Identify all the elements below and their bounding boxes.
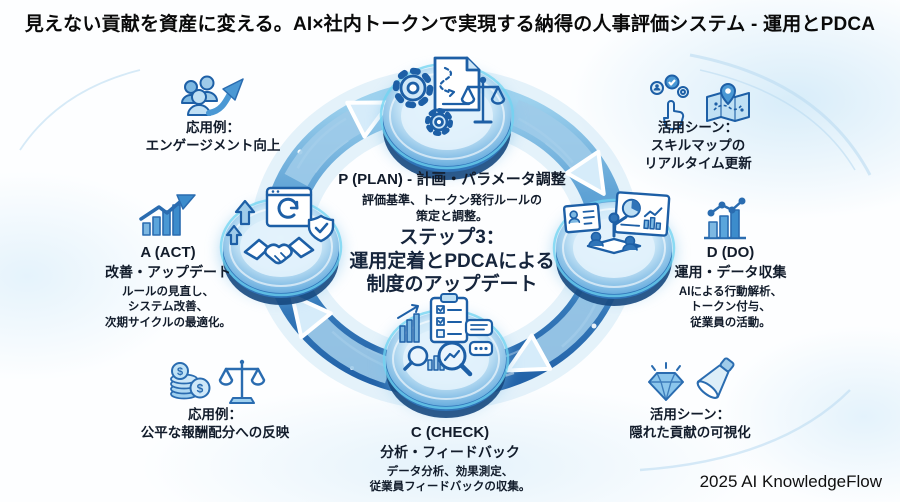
plan-node-icon (392, 56, 506, 136)
callout-skill-map-line1: スキルマップの (650, 138, 746, 154)
callout-engagement-text: エンゲージメント向上 (145, 138, 281, 154)
page-title: 見えない貢献を資産に変える。AI×社内トークンで実現する納得の人事評価システム … (24, 14, 876, 35)
reward-icon: $ $ (170, 359, 266, 404)
arrow-to-plan (284, 100, 392, 187)
do-desc: AIによる行動解析、 トークン付与、 従業員の活動。 (678, 285, 783, 329)
act-node-icon (225, 186, 335, 265)
arrow-to-act (290, 293, 394, 384)
callout-visibility-text: 隠れた貢献の可視化 (629, 425, 751, 441)
callout-reward-label: 応用例： (188, 407, 242, 422)
check-phase-text: C (CHECK) 分析・フィードバック データ分析、効果測定、 従業員フィード… (315, 423, 585, 496)
do-heading: D (DO) (706, 244, 755, 261)
callout-engagement-label: 応用例： (186, 120, 240, 135)
visibility-icon (648, 357, 735, 401)
callout-reward: 応用例： 公平な報酬配分への反映 (100, 406, 330, 442)
callout-reward-text: 公平な報酬配分への反映 (140, 425, 290, 441)
background-swoosh-lines (19, 53, 872, 472)
check-desc: データ分析、効果測定、 従業員フィードバックの収集。 (369, 465, 531, 494)
callout-skill-map-line2: リアルタイム更新 (644, 156, 752, 172)
callout-skill-map: 活用シーン： スキルマップの リアルタイム更新 (603, 119, 793, 174)
callout-engagement: 応用例： エンゲージメント向上 (118, 119, 308, 155)
svg-text:$: $ (177, 366, 183, 378)
check-node-icon (397, 293, 494, 377)
act-phase-text: A (ACT) 改善・アップデート ルールの見直し、 システム改善、 次期サイク… (78, 243, 258, 331)
cycle-arrows (284, 99, 609, 384)
plan-heading: P (PLAN) - 計画・パラメータ調整 (338, 171, 566, 188)
center-step-text: ステップ3： 運用定着とPDCAによる 制度のアップデート (349, 227, 555, 296)
skill-map-icon (650, 74, 750, 131)
plan-phase-text: P (PLAN) - 計画・パラメータ調整 評価基準、トークン発行ルールの 策定… (287, 170, 617, 224)
arrow-to-do (508, 99, 606, 196)
svg-text:$: $ (197, 382, 204, 396)
check-subheading: 分析・フィードバック (380, 443, 520, 460)
footer-credit: 2025 AI KnowledgeFlow (699, 472, 882, 491)
act-heading: A (ACT) (140, 244, 196, 261)
do-phase-text: D (DO) 運用・データ収集 AIによる行動解析、 トークン付与、 従業員の活… (643, 243, 818, 331)
do-node-icon (562, 191, 671, 255)
act-desc: ルールの見直し、 システム改善、 次期サイクルの最適化。 (105, 285, 231, 329)
callout-visibility-label: 活用シーン： (649, 407, 731, 422)
callout-visibility: 活用シーン： 隠れた貢献の可視化 (585, 406, 795, 442)
act-subheading: 改善・アップデート (105, 263, 231, 280)
data-chart-icon (704, 197, 746, 240)
do-subheading: 運用・データ収集 (674, 263, 787, 280)
plan-desc: 評価基準、トークン発行ルールの 策定と調整。 (361, 192, 542, 223)
engagement-icon (181, 75, 244, 116)
callout-skill-map-label: 活用シーン： (657, 120, 739, 135)
improve-chart-icon (139, 194, 196, 236)
check-heading: C (CHECK) (410, 424, 490, 441)
